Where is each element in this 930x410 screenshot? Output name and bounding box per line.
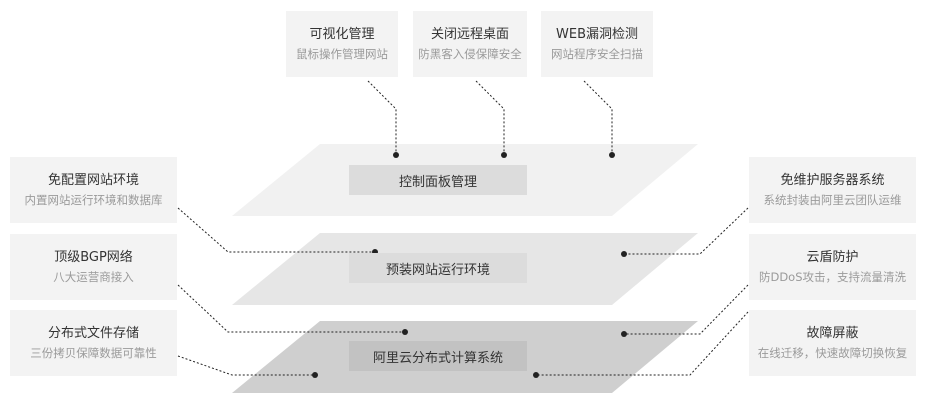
- card-subtitle: 防黑客入侵保障安全: [418, 46, 522, 61]
- card-subtitle: 网站程序安全扫描: [551, 46, 643, 61]
- connector-right-cloud-shield: [621, 284, 749, 337]
- card-subtitle: 三份拷贝保障数据可靠性: [30, 345, 157, 360]
- layer-label-web-environment: 预装网站运行环境: [349, 253, 527, 283]
- feature-card-bgp-network: 顶级BGP网络 八大运营商接入: [10, 234, 177, 300]
- card-title: 故障屏蔽: [806, 325, 859, 341]
- feature-card-web-vuln-scan: WEB漏洞检测 网站程序安全扫描: [541, 11, 653, 77]
- connector-dot: [609, 152, 615, 158]
- card-subtitle: 在线迁移，快速故障切换恢复: [757, 345, 908, 360]
- card-title: 分布式文件存储: [47, 325, 139, 341]
- card-title: 可视化管理: [309, 26, 375, 42]
- connector-dot: [402, 329, 408, 335]
- connector-left-file-storage: [177, 355, 318, 378]
- card-title: 免维护服务器系统: [780, 172, 885, 188]
- connector-dot: [621, 331, 627, 337]
- card-title: WEB漏洞检测: [556, 26, 638, 42]
- card-title: 免配置网站环境: [47, 172, 139, 188]
- feature-card-remote-desktop: 关闭远程桌面 防黑客入侵保障安全: [413, 11, 527, 77]
- connector-right-maintenance-free: [621, 207, 749, 257]
- card-subtitle: 鼠标操作管理网站: [296, 46, 388, 61]
- connector-top-remote-desktop: [475, 80, 507, 158]
- card-subtitle: 内置网站运行环境和数据库: [24, 192, 163, 207]
- card-subtitle: 防DDoS攻击，支持流量清洗: [758, 269, 907, 284]
- feature-card-file-storage: 分布式文件存储 三份拷贝保障数据可靠性: [10, 310, 177, 376]
- feature-card-maintenance-free: 免维护服务器系统 系统封装由阿里云团队运维: [749, 157, 916, 223]
- connector-dot: [621, 251, 627, 257]
- card-subtitle: 系统封装由阿里云团队运维: [763, 192, 902, 207]
- connector-dot: [501, 152, 507, 158]
- connector-top-web-scan: [583, 80, 615, 158]
- feature-card-cloud-shield: 云盾防护 防DDoS攻击，支持流量清洗: [749, 234, 916, 300]
- feature-card-web-environment: 免配置网站环境 内置网站运行环境和数据库: [10, 157, 177, 223]
- card-title: 云盾防护: [806, 249, 859, 265]
- card-title: 关闭远程桌面: [430, 26, 509, 42]
- layer-label-control-panel: 控制面板管理: [349, 165, 527, 195]
- connector-right-fault-shielding: [533, 311, 749, 378]
- card-title: 顶级BGP网络: [54, 249, 133, 265]
- feature-card-visual-management: 可视化管理 鼠标操作管理网站: [286, 11, 398, 77]
- layer-label-distributed-system: 阿里云分布式计算系统: [349, 341, 527, 371]
- connector-dot: [533, 372, 539, 378]
- connector-top-visual-management: [367, 80, 399, 158]
- feature-card-fault-shielding: 故障屏蔽 在线迁移，快速故障切换恢复: [749, 310, 916, 376]
- connector-dot: [393, 152, 399, 158]
- connector-dot: [312, 372, 318, 378]
- card-subtitle: 八大运营商接入: [53, 269, 134, 284]
- connector-left-bgp-network: [177, 284, 408, 335]
